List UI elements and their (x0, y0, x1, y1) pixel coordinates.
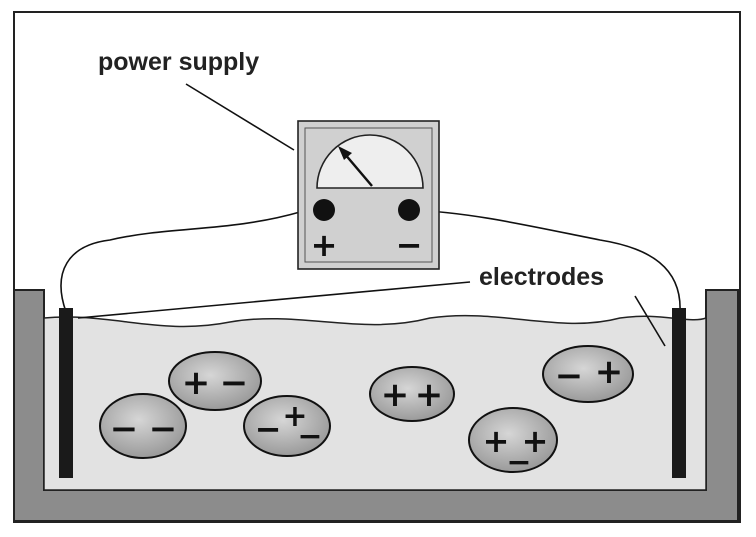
minus-charge-sign: − (149, 409, 178, 449)
plus-charge-sign: + (483, 422, 510, 460)
label-electrodes: electrodes (479, 263, 604, 291)
plus-charge-sign: + (282, 399, 307, 434)
ion-5: + + − (468, 407, 558, 480)
terminal-negative (398, 199, 420, 221)
minus-charge-sign: − (255, 410, 282, 448)
minus-charge-sign: − (555, 356, 584, 396)
ion-body (99, 393, 187, 459)
terminal-positive-sign: + (311, 226, 338, 264)
leader-electrodes-left (77, 281, 471, 319)
leader-power-supply (185, 83, 295, 151)
terminal-positive (313, 199, 335, 221)
plus-charge-sign: + (381, 375, 410, 415)
ion-body (542, 345, 634, 403)
minus-charge-sign: − (220, 363, 249, 403)
ion-6: − + (542, 345, 634, 403)
ion-body (468, 407, 558, 473)
wire-negative (409, 209, 681, 313)
power-supply: + − (297, 120, 440, 270)
terminal-negative-sign: − (396, 226, 423, 264)
ion-body (168, 351, 262, 411)
label-power-supply: power supply (98, 48, 259, 76)
ion-body (243, 395, 331, 457)
meter-needle (343, 152, 373, 187)
leader-electrodes-right (634, 295, 666, 347)
electrode-right (672, 308, 686, 478)
ion-3: − + − (243, 395, 331, 457)
ion-body (369, 366, 455, 422)
electrode-left (59, 308, 73, 478)
ion-2: − − (99, 393, 187, 459)
meter-inner-border (304, 127, 433, 263)
meter-dial (316, 134, 424, 189)
meter-needle-tip-icon (338, 146, 352, 160)
minus-charge-sign: − (506, 445, 531, 480)
plus-charge-sign: + (522, 422, 549, 460)
minus-charge-sign: − (110, 409, 139, 449)
ion-1: + − (168, 351, 262, 411)
plus-charge-sign: + (595, 352, 624, 392)
plus-charge-sign: + (415, 375, 444, 415)
minus-charge-sign: − (297, 419, 322, 454)
ion-4: + + (369, 366, 455, 422)
wire-positive (60, 209, 325, 313)
plus-charge-sign: + (182, 363, 211, 403)
